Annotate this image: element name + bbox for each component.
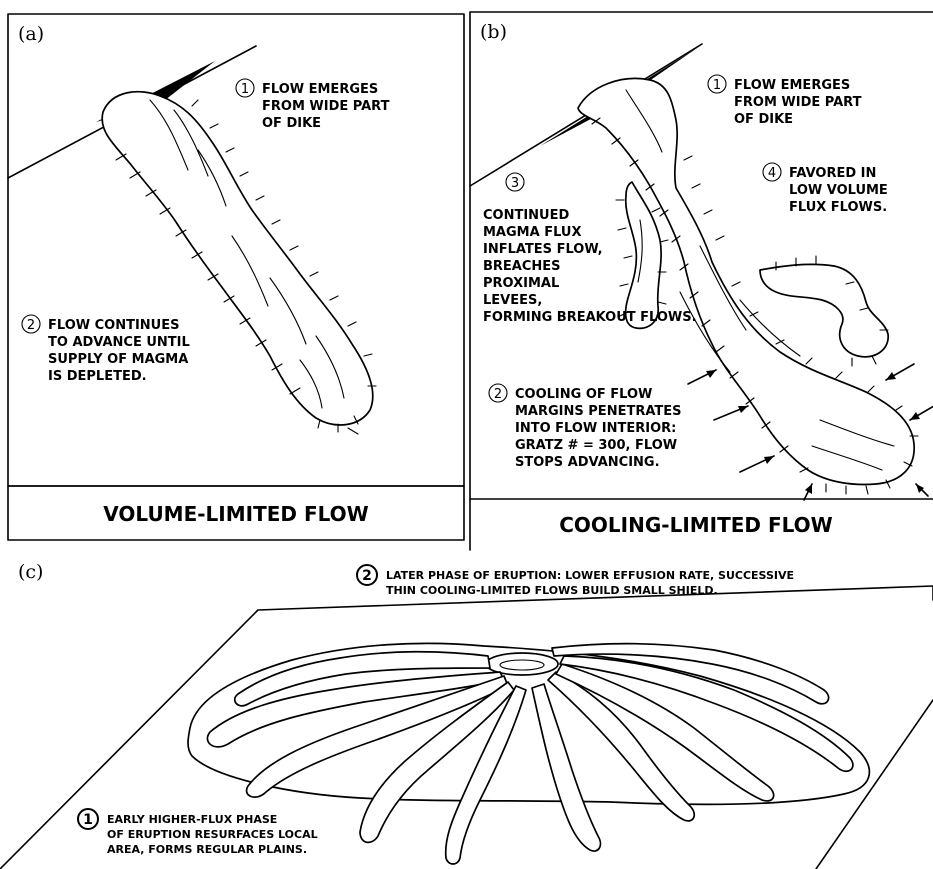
panel-a-note-2-text: FLOW CONTINUES TO ADVANCE UNTIL SUPPLY O…	[48, 318, 194, 384]
panel-b-note-1: 1 FLOW EMERGES FROM WIDE PART OF DIKE	[708, 75, 866, 127]
svg-text:1: 1	[83, 812, 93, 828]
panel-c-note-1: 1 EARLY HIGHER-FLUX PHASE OF ERUPTION RE…	[78, 809, 321, 856]
svg-text:2: 2	[494, 387, 502, 402]
panel-b-note-2-text: COOLING OF FLOW MARGINS PENETRATES INTO …	[515, 387, 686, 470]
panel-a-note-2: 2 FLOW CONTINUES TO ADVANCE UNTIL SUPPLY…	[22, 315, 194, 384]
svg-text:3: 3	[511, 176, 519, 191]
panel-b-note-3-text: CONTINUED MAGMA FLUX INFLATES FLOW, BREA…	[483, 208, 697, 325]
breakout-flow-left	[626, 182, 662, 328]
panel-c-note-2: 2 LATER PHASE OF ERUPTION: LOWER EFFUSIO…	[357, 565, 798, 597]
panel-b-note-4-text: FAVORED IN LOW VOLUME FLUX FLOWS.	[789, 166, 892, 215]
svg-text:4: 4	[768, 166, 776, 181]
panel-c: (c) 2 LATER PHASE OF ERUPTION: LOWER	[0, 561, 933, 869]
panel-a-label: (a)	[18, 23, 44, 45]
panel-b-note-2: 2 COOLING OF FLOW MARGINS PENETRATES INT…	[489, 384, 686, 470]
panel-b-note-1-text: FLOW EMERGES FROM WIDE PART OF DIKE	[734, 78, 866, 127]
panel-a-note-1-text: FLOW EMERGES FROM WIDE PART OF DIKE	[262, 82, 394, 131]
panel-c-label: (c)	[18, 561, 43, 583]
panel-c-note-1-text: EARLY HIGHER-FLUX PHASE OF ERUPTION RESU…	[107, 813, 321, 856]
svg-text:2: 2	[27, 318, 35, 333]
panel-a-note-1: 1 FLOW EMERGES FROM WIDE PART OF DIKE	[236, 79, 394, 131]
panel-a: (a) 1 FLOW EMERGES FROM WIDE PART OF D	[8, 14, 464, 540]
panel-b-note-4: 4 FAVORED IN LOW VOLUME FLUX FLOWS.	[763, 163, 892, 215]
svg-text:1: 1	[713, 78, 721, 93]
panel-b: (b)	[470, 12, 933, 550]
svg-text:2: 2	[362, 568, 372, 584]
svg-text:1: 1	[241, 82, 249, 97]
panel-b-label: (b)	[480, 21, 507, 43]
panel-b-caption: COOLING-LIMITED FLOW	[559, 513, 832, 537]
panel-a-caption: VOLUME-LIMITED FLOW	[103, 502, 368, 526]
